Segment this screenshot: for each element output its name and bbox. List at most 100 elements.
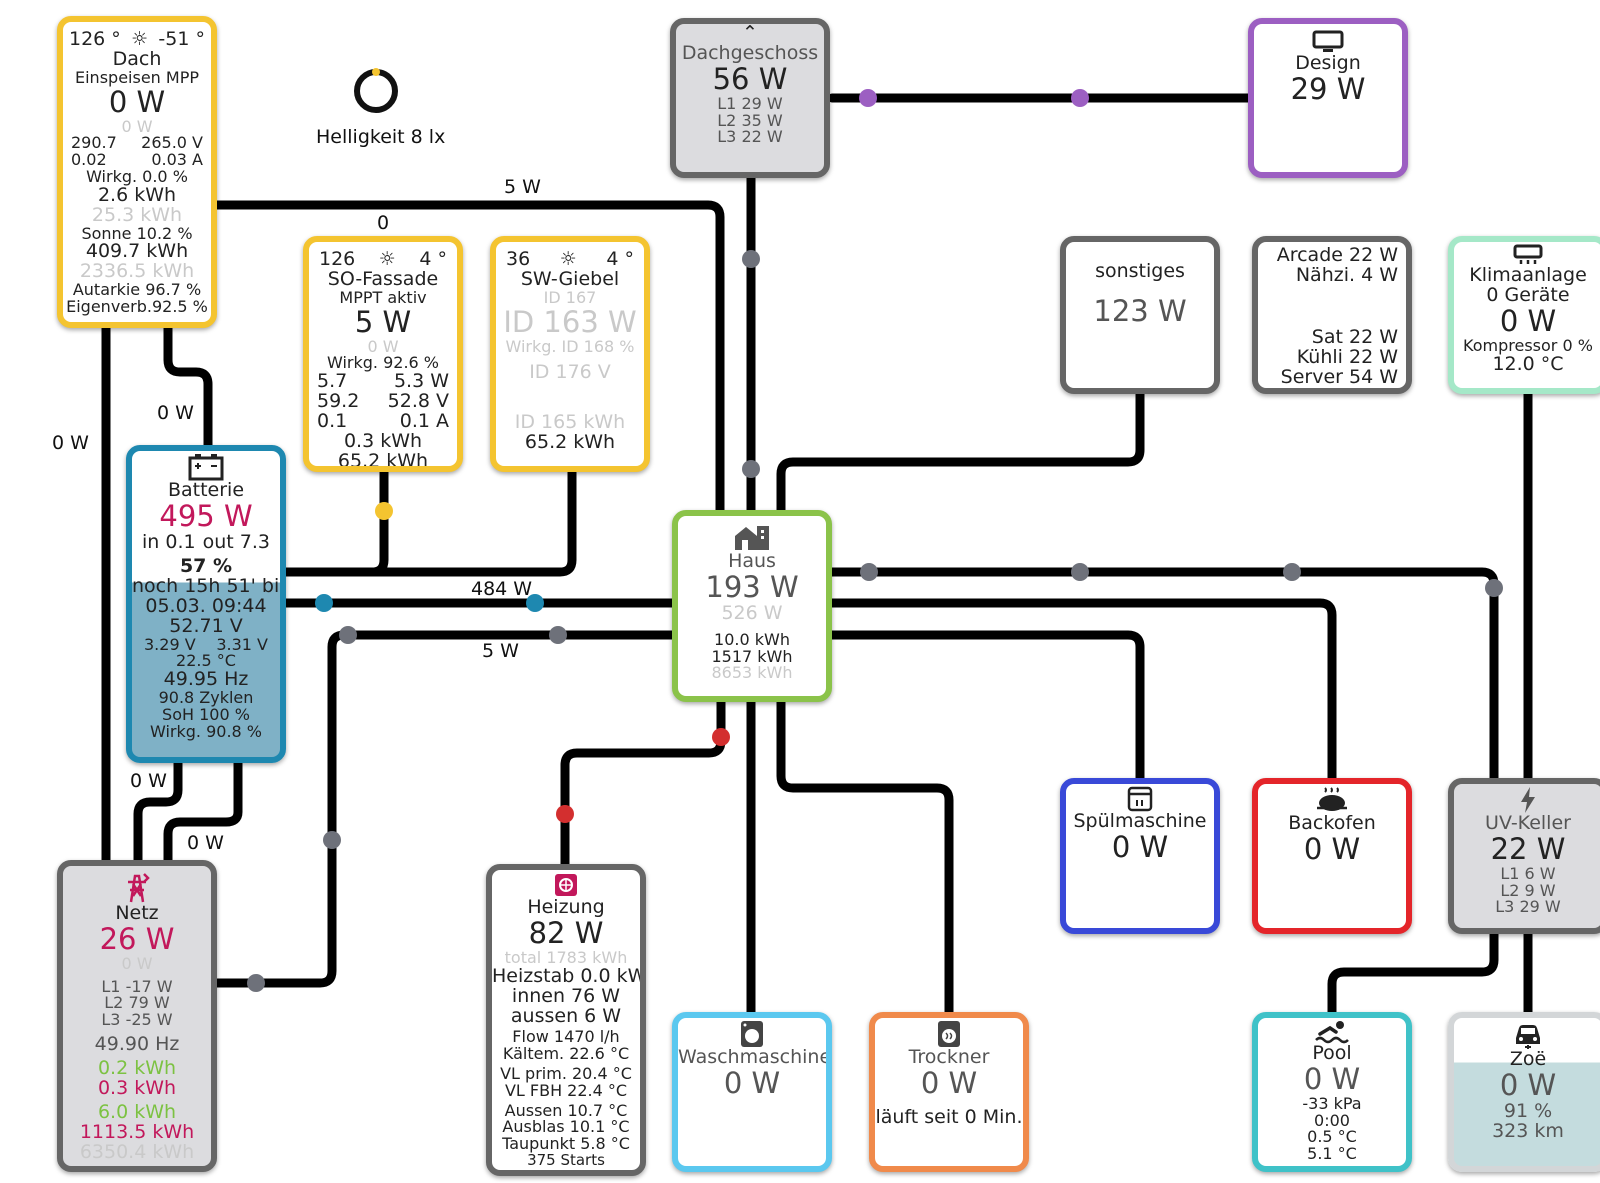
card-spuelmaschine[interactable]: Spülmaschine 0 W (1060, 778, 1220, 934)
trockner-status: läuft seit 0 Min. (875, 1105, 1023, 1128)
heiz-vlfbh: VL FBH 22.4 °C (504, 1080, 628, 1100)
brightness-label: Helligkeit 8 lx (316, 126, 446, 148)
dach-tilt: -51 ° (158, 28, 205, 50)
line-haus-heiz (560, 695, 726, 871)
so-name: SO-Fassade (327, 267, 439, 290)
dishwasher-icon (1127, 786, 1153, 812)
card-design[interactable]: Design 29 W (1248, 18, 1408, 178)
so-a2: 5.3 W (393, 370, 449, 393)
zoe-range: 323 km (1492, 1119, 1564, 1142)
netz-power: 26 W (99, 921, 175, 956)
flow-label-dach-netz: 0 W (52, 432, 89, 454)
card-haus[interactable]: Haus 193 W 526 W 10.0 kWh 1517 kWh 8653 … (672, 510, 832, 702)
solar-panel-icon: ☼ (559, 248, 577, 270)
house-icon (735, 526, 769, 550)
sw-tilt: 4 ° (606, 248, 634, 270)
card-uv-keller[interactable]: UV-Keller 22 W L1 6 W L2 9 W L3 29 W (1448, 778, 1600, 934)
so-power-2: 0 W (367, 336, 399, 356)
card-misc-loads[interactable]: Arcade 22 W Nähzi. 4 W Sat 22 W Kühli 22… (1252, 236, 1412, 394)
dach-e4: 2336.5 kWh (79, 260, 195, 283)
dg-l1: L1 29 W (717, 93, 783, 113)
klima-compressor: Kompressor 0 % (1463, 335, 1593, 355)
netz-l1: L1 -17 W (101, 976, 173, 996)
netz-e4: 1113.5 kWh (79, 1120, 195, 1143)
dach-e2: 25.3 kWh (91, 203, 183, 226)
card-waschmaschine[interactable]: Waschmaschine 0 W (672, 1012, 832, 1172)
oven-roast-icon (1317, 787, 1347, 811)
card-sonstiges[interactable]: sonstiges 123 W (1060, 236, 1220, 394)
card-heizung[interactable]: Heizung 82 W total 1783 kWh Heizstab 0.0… (486, 864, 646, 1176)
so-c1: 0.1 (317, 410, 348, 433)
so-e2: 65.2 kWh (337, 449, 429, 472)
batt-cell-min: 3.29 V (144, 634, 196, 654)
dach-v1: 290.7 (71, 133, 117, 153)
heiz-kalt: Kältem. 22.6 °C (502, 1044, 630, 1064)
pool-temp-1: 0.5 °C (1307, 1127, 1357, 1147)
flow-label-batt-netz-b: 0 W (187, 832, 224, 854)
line-haus-ofen (825, 598, 1337, 785)
card-dachgeschoss[interactable]: ⌃ Dachgeschoss 56 W L1 29 W L2 35 W L3 2… (670, 18, 830, 178)
heiz-stab: Heizstab 0.0 kW (492, 964, 646, 987)
dryer-icon (938, 1021, 960, 1047)
dg-l2: L2 35 W (717, 110, 783, 130)
card-backofen[interactable]: Backofen 0 W (1252, 778, 1412, 934)
card-pool[interactable]: Pool 0 W -33 kPa 0:00 0.5 °C 5.1 °C (1252, 1012, 1412, 1172)
so-a1: 5.7 (317, 370, 348, 393)
netz-power-2: 0 W (121, 953, 153, 973)
heiz-power: 82 W (528, 915, 604, 950)
line-dach-batt (163, 320, 213, 450)
haus-power: 193 W (705, 569, 799, 604)
heiz-starts: 375 Starts (527, 1151, 605, 1170)
dg-name: Dachgeschoss (681, 41, 819, 64)
card-zoe[interactable]: Zoë 0 W 91 % 323 km (1448, 1012, 1600, 1172)
ofen-name: Backofen (1288, 812, 1376, 834)
flow-label-dach-batt: 0 W (157, 402, 194, 424)
line-batt-netz-a (133, 755, 183, 865)
so-c2: 0.1 A (399, 410, 449, 433)
card-trockner[interactable]: Trockner 0 W läuft seit 0 Min. (869, 1012, 1029, 1172)
pool-name: Pool (1312, 1042, 1352, 1064)
heiz-flow: Flow 1470 l/h (512, 1027, 620, 1047)
sw-eff: Wirkg. ID 168 % (505, 336, 635, 356)
card-netz[interactable]: Netz 26 W 0 W L1 -17 W L2 79 W L3 -25 W … (57, 860, 217, 1172)
battery-icon (188, 454, 224, 481)
pool-temp-2: 5.1 °C (1307, 1144, 1357, 1164)
batt-remaining-1: noch 15h 51' bis (132, 574, 286, 597)
netz-l2: L2 79 W (104, 993, 170, 1013)
card-so-fassade[interactable]: 126☼4 ° SO-Fassade MPPT aktiv 5 W 0 W Wi… (303, 236, 463, 472)
trockner-power: 0 W (920, 1065, 978, 1100)
flow-dots (247, 89, 1503, 992)
flow-label-netz-haus: 5 W (482, 640, 519, 662)
dach-mode: Einspeisen MPP (75, 67, 199, 87)
line-sw-batt (277, 465, 577, 577)
so-tilt: 4 ° (419, 248, 447, 270)
spuel-power: 0 W (1111, 829, 1169, 864)
batt-eff: Wirkg. 90.8 % (150, 721, 262, 741)
ofen-power: 0 W (1303, 831, 1361, 866)
flow-label-dach-haus: 5 W (504, 176, 541, 198)
dach-a1: 0.02 (71, 150, 107, 170)
dg-l3: L3 22 W (717, 127, 783, 147)
dach-v2: 265.0 V (141, 133, 203, 153)
card-sw-giebel[interactable]: 36☼4 ° SW-Giebel ID 167 ID 163 W Wirkg. … (490, 236, 650, 472)
flow-label-batt-netz-a: 0 W (130, 770, 167, 792)
card-dach[interactable]: 126 °☼-51 ° Dach Einspeisen MPP 0 W 0 W … (57, 16, 217, 328)
line-so-batt (277, 465, 389, 577)
batt-cycles: 90.8 Zyklen (158, 688, 254, 708)
zoe-soc: 91 % (1503, 1099, 1553, 1122)
klima-power: 0 W (1499, 303, 1557, 338)
sw-e1: ID 165 kWh (514, 411, 626, 434)
card-klimaanlage[interactable]: Klimaanlage 0 Geräte 0 W Kompressor 0 % … (1448, 236, 1600, 394)
batt-soh: SoH 100 % (162, 704, 250, 724)
wasch-name: Waschmaschine (678, 1046, 832, 1068)
misc-naehzi: Nähzi. 4 W (1295, 263, 1398, 286)
air-conditioner-icon (1513, 244, 1543, 264)
batt-remaining-2: 05.03. 09:44 (145, 594, 267, 617)
batt-temp: 22.5 °C (176, 651, 236, 671)
so-eff: Wirkg. 92.6 % (327, 353, 439, 373)
line-sonst-haus (776, 387, 1145, 517)
line-batt-netz-b (163, 755, 243, 865)
line-dach-haus (211, 200, 725, 517)
misc-server: Server 54 W (1280, 365, 1398, 388)
